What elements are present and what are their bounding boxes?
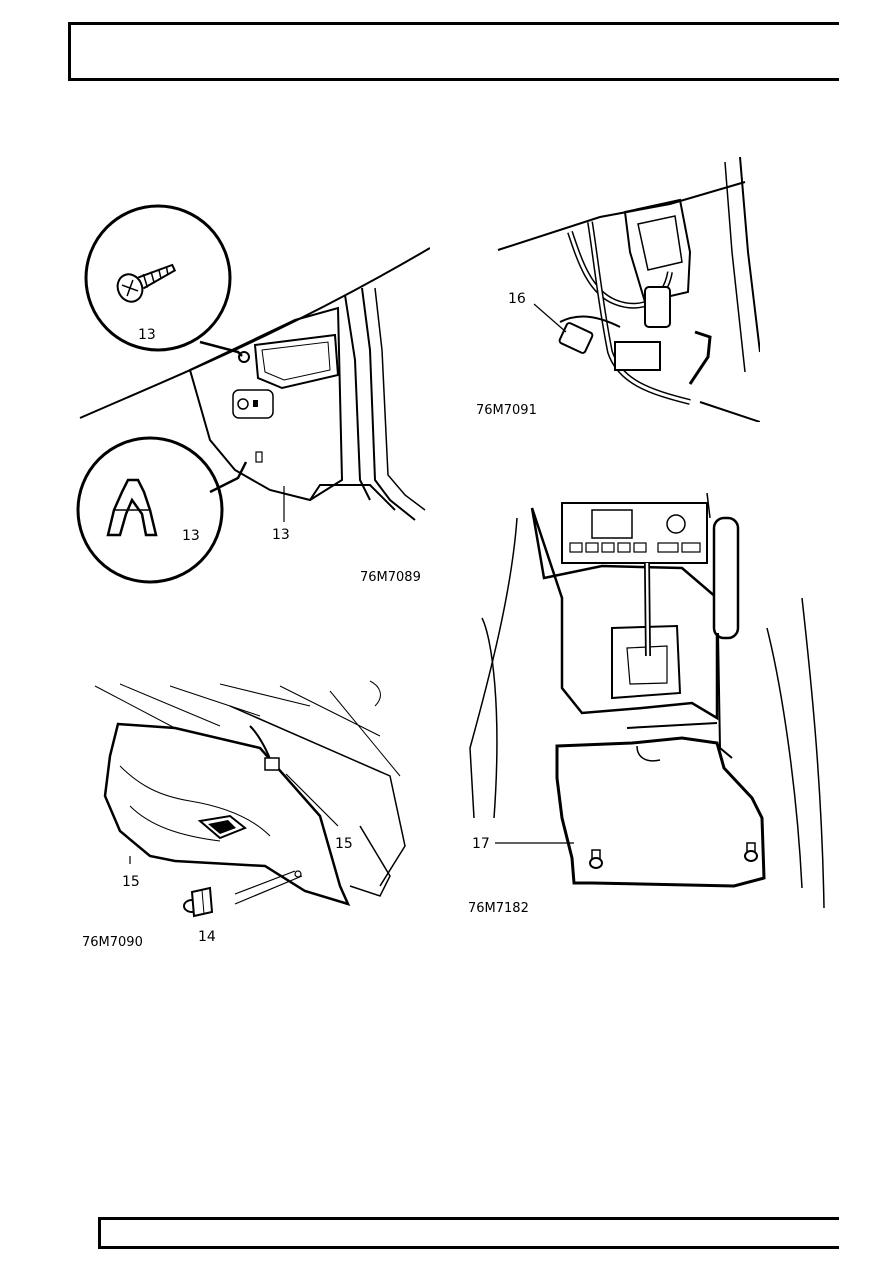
fig3-callout-fastener: 14 (198, 929, 216, 945)
fig3-figure-code: 76M7090 (82, 935, 143, 950)
figure-76m7090: 15 15 14 76M7090 (80, 676, 410, 956)
fig1-figure-code: 76M7089 (360, 570, 421, 585)
figure-76m7090-illustration: 15 15 14 76M7090 (82, 680, 406, 950)
figure-76m7089: 13 13 13 76M7089 (70, 200, 430, 600)
figure-76m7182: 17 76M7182 (462, 488, 832, 928)
fig2-callout-connector: 16 (508, 291, 526, 307)
fig4-callout-panel: 17 (472, 836, 490, 852)
figure-76m7089-illustration: 13 13 13 76M7089 (76, 204, 430, 585)
fig1-callout-clip: 13 (182, 528, 200, 544)
fig1-callout-screw: 13 (138, 327, 156, 343)
fig3-callout-harness: 15 (335, 836, 353, 852)
fig4-figure-code: 76M7182 (468, 901, 529, 916)
fig1-callout-panel: 13 (272, 527, 290, 543)
fig3-callout-panel: 15 (122, 874, 140, 890)
page-footer-box (98, 1217, 839, 1249)
figure-76m7091: 16 76M7091 (470, 152, 760, 422)
fig2-figure-code: 76M7091 (476, 403, 537, 418)
figure-76m7182-illustration: 17 76M7182 (468, 492, 825, 916)
figure-76m7091-illustration: 16 76M7091 (476, 156, 760, 422)
page-header-box (68, 22, 839, 81)
